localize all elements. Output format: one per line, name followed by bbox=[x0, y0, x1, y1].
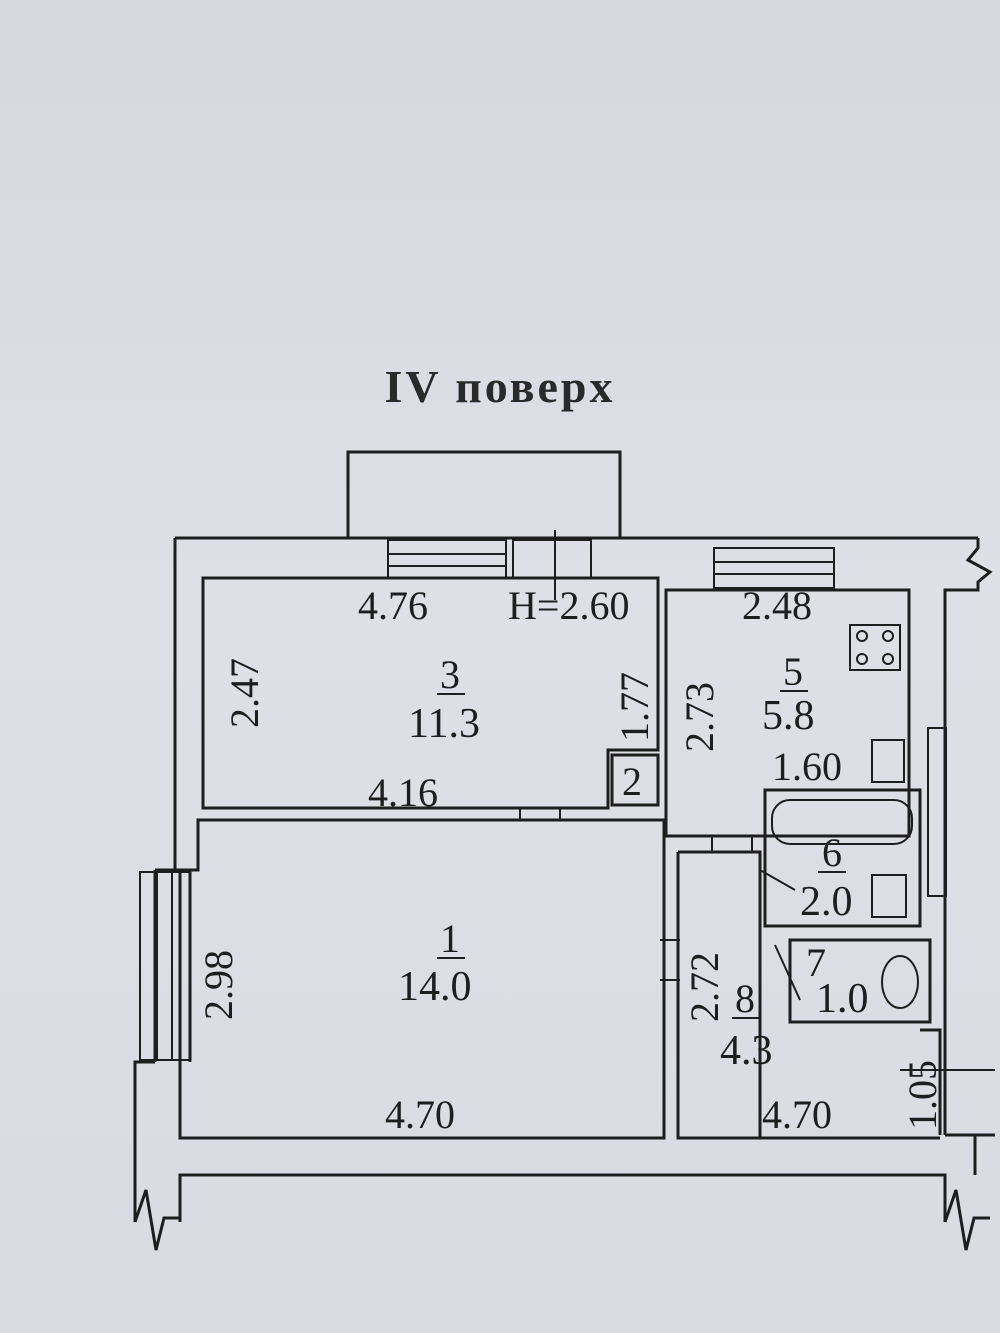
dim-room-5-left: 2.73 bbox=[677, 682, 722, 752]
ceiling-height: H=2.60 bbox=[508, 583, 629, 628]
room-7-outline bbox=[788, 938, 932, 1024]
washbasin-icon bbox=[871, 874, 907, 918]
ventilation-shaft bbox=[927, 727, 947, 897]
room-5-area: 5.8 bbox=[762, 693, 815, 739]
room-2-outline bbox=[610, 753, 660, 807]
room-3-area: 11.3 bbox=[408, 701, 480, 747]
room-5-outline bbox=[664, 588, 911, 838]
room-8-area: 4.3 bbox=[720, 1028, 773, 1074]
room-6-number: 6 bbox=[822, 830, 842, 875]
room-6-outline bbox=[763, 788, 922, 928]
bathtub-icon bbox=[771, 799, 913, 845]
dim-room-5-top: 2.48 bbox=[742, 583, 812, 628]
outer-wall-bottom bbox=[178, 1173, 990, 1251]
dim-room-3-left: 2.47 bbox=[222, 658, 267, 728]
break-mark-left bbox=[133, 1189, 180, 1251]
room-1-area: 14.0 bbox=[398, 964, 472, 1010]
door-toilet bbox=[774, 944, 801, 1001]
room-7-number: 7 bbox=[806, 940, 826, 985]
dim-room-3-top: 4.76 bbox=[358, 583, 428, 628]
dim-room-8-left: 2.72 bbox=[682, 952, 727, 1022]
room-2-number: 2 bbox=[622, 759, 642, 804]
door-bathroom bbox=[759, 869, 796, 891]
room-5-number: 5 bbox=[783, 649, 803, 694]
dim-room-3-right: 1.77 bbox=[612, 672, 657, 742]
dim-room-5-inner: 1.60 bbox=[772, 744, 842, 789]
wall-segment bbox=[920, 1028, 942, 1135]
room-8-number: 8 bbox=[735, 976, 755, 1021]
room-6-area: 2.0 bbox=[800, 879, 853, 925]
toilet-icon bbox=[881, 955, 919, 1009]
dim-room-3-bottom: 4.16 bbox=[368, 770, 438, 815]
dim-room-8-right: 1.05 bbox=[900, 1060, 945, 1130]
outer-wall-left bbox=[133, 538, 192, 1222]
stove-icon bbox=[849, 624, 901, 671]
window-room-3 bbox=[387, 539, 507, 579]
window-room-1 bbox=[139, 871, 191, 1061]
room-1-outline bbox=[178, 818, 666, 1140]
room-3-outline bbox=[201, 576, 660, 810]
dim-room-1-left: 2.98 bbox=[196, 950, 241, 1020]
balcony bbox=[346, 450, 622, 540]
window-kitchen bbox=[713, 547, 835, 589]
outer-wall-right bbox=[943, 538, 993, 1135]
room-7-area: 1.0 bbox=[816, 976, 869, 1022]
room-3-number: 3 bbox=[440, 652, 460, 697]
balcony-door bbox=[512, 539, 592, 579]
room-8-outline bbox=[676, 850, 940, 1140]
dim-room-1-bottom: 4.70 bbox=[385, 1092, 455, 1137]
exterior-wall-right bbox=[945, 1133, 995, 1175]
floor-title: IV поверх bbox=[384, 361, 616, 412]
kitchen-sink-icon bbox=[871, 739, 905, 783]
room-1-number: 1 bbox=[440, 916, 460, 961]
dim-room-8-bottom: 4.70 bbox=[762, 1092, 832, 1137]
